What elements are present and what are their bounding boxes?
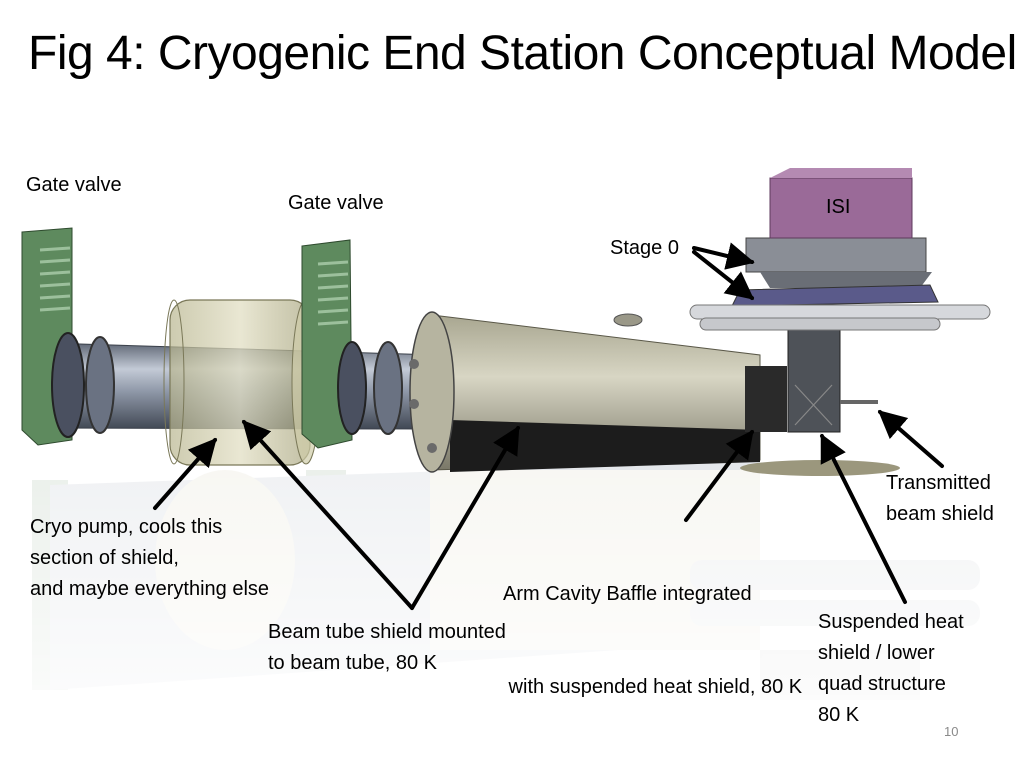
stage0-label: Stage 0	[610, 237, 679, 259]
gate-valve-left	[21, 227, 115, 446]
beam-tube-shield-label: Beam tube shield mounted to beam tube, 8…	[268, 621, 506, 674]
quad-structure	[740, 327, 900, 476]
isi-assembly	[689, 168, 991, 331]
isi-label: ISI	[826, 196, 851, 218]
cryo-pump	[163, 299, 321, 466]
end-station-shield	[409, 311, 761, 473]
label-arrows	[153, 242, 944, 610]
transmitted-beam-shield-label: Transmitted beam shield	[886, 472, 994, 525]
page-number: 10	[944, 724, 959, 739]
gate-valve-right-label: Gate valve	[288, 192, 384, 214]
cryo-pump-label: Cryo pump, cools this section of shield,…	[30, 516, 270, 600]
gate-valve-left-label: Gate valve	[26, 174, 122, 196]
arm-cavity-baffle-label: Arm Cavity Baffle integrated with suspen…	[503, 583, 803, 698]
page-title: Fig 4: Cryogenic End Station Conceptual …	[28, 27, 1017, 80]
suspended-heat-shield-label: Suspended heat shield / lower quad struc…	[818, 611, 964, 726]
gate-valve-right	[301, 239, 403, 449]
arm-cavity-baffle	[745, 366, 787, 432]
